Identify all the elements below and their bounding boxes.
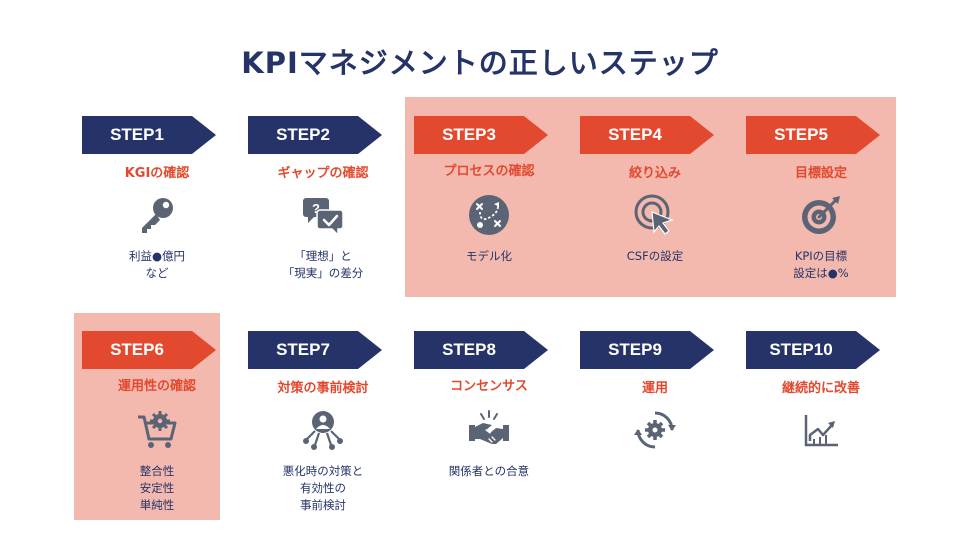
step-arrow xyxy=(746,331,880,369)
step-title: 対策の事前検討 xyxy=(277,381,369,396)
step-title: 継続的に改善 xyxy=(781,381,860,396)
step-arrow xyxy=(580,116,714,154)
step-arrow xyxy=(746,116,880,154)
step-description: CSFの設定 xyxy=(580,248,730,265)
step-label: STEP4 xyxy=(608,125,662,144)
desc-line: 設定は●% xyxy=(793,266,849,280)
step-label: STEP7 xyxy=(276,340,330,359)
question-check-chat-icon: ? xyxy=(303,198,344,236)
desc-line: 悪化時の対策と xyxy=(282,464,364,478)
desc-line: 「現実」の差分 xyxy=(282,266,364,280)
step-label: STEP5 xyxy=(774,125,828,144)
step-title: コンセンサス xyxy=(450,379,528,394)
step-title: 絞り込み xyxy=(628,166,681,181)
step-arrow xyxy=(248,116,382,154)
step-title: ギャップの確認 xyxy=(277,166,369,181)
step-description: KPIの目標 設定は●% xyxy=(746,248,896,282)
step-description: 「理想」と 「現実」の差分 xyxy=(248,248,398,282)
desc-line: 整合性 xyxy=(139,464,175,478)
step-title: 運用性の確認 xyxy=(117,379,196,394)
step-description: 関係者との合意 xyxy=(414,463,564,480)
step-description: 悪化時の対策と 有効性の 事前検討 xyxy=(248,463,398,514)
step-label: STEP9 xyxy=(608,340,662,359)
desc-line: 「理想」と xyxy=(294,249,352,263)
step-label: STEP2 xyxy=(276,125,330,144)
step-title: 目標設定 xyxy=(794,166,847,181)
step-description: 利益●億円 など xyxy=(82,248,232,282)
step-description: モデル化 xyxy=(414,248,564,265)
step-label: STEP8 xyxy=(442,340,496,359)
desc-line: 単純性 xyxy=(139,498,175,512)
growth-chart-icon xyxy=(804,415,838,447)
key-icon xyxy=(142,198,173,233)
step-arrow xyxy=(248,331,382,369)
desc-line: モデル化 xyxy=(466,249,512,263)
step-arrow xyxy=(82,116,216,154)
step-label: STEP3 xyxy=(442,125,496,144)
desc-line: 有効性の xyxy=(300,481,346,495)
page-title: KPIマネジメントの正しいステップ xyxy=(241,46,719,80)
bullseye-arrow-icon xyxy=(802,196,840,234)
person-network-icon xyxy=(303,411,343,450)
step-title: KGIの確認 xyxy=(124,166,190,181)
target-cursor-icon xyxy=(634,194,674,235)
step-title: 運用 xyxy=(641,381,668,396)
step-title: プロセスの確認 xyxy=(443,164,535,179)
step-arrow xyxy=(580,331,714,369)
step-arrow xyxy=(82,331,216,369)
desc-line: 利益●億円 xyxy=(128,249,186,263)
desc-line: KPIの目標 xyxy=(794,249,848,263)
gear-cycle-icon xyxy=(634,411,676,449)
step-arrow xyxy=(414,331,548,369)
svg-text:?: ? xyxy=(312,201,320,216)
step-label: STEP1 xyxy=(110,125,164,144)
process-path-icon xyxy=(469,195,509,235)
step-arrow xyxy=(414,116,548,154)
desc-line: 安定性 xyxy=(139,481,175,495)
desc-line: CSFの設定 xyxy=(626,249,684,263)
desc-line: など xyxy=(145,266,169,280)
cart-gear-icon xyxy=(138,411,177,448)
step-description: 整合性 安定性 単純性 xyxy=(82,463,232,514)
step-label: STEP6 xyxy=(110,340,164,359)
desc-line: 関係者との合意 xyxy=(448,464,530,478)
desc-line: 事前検討 xyxy=(300,498,346,512)
handshake-icon xyxy=(469,410,509,444)
step-label: STEP10 xyxy=(769,340,833,359)
